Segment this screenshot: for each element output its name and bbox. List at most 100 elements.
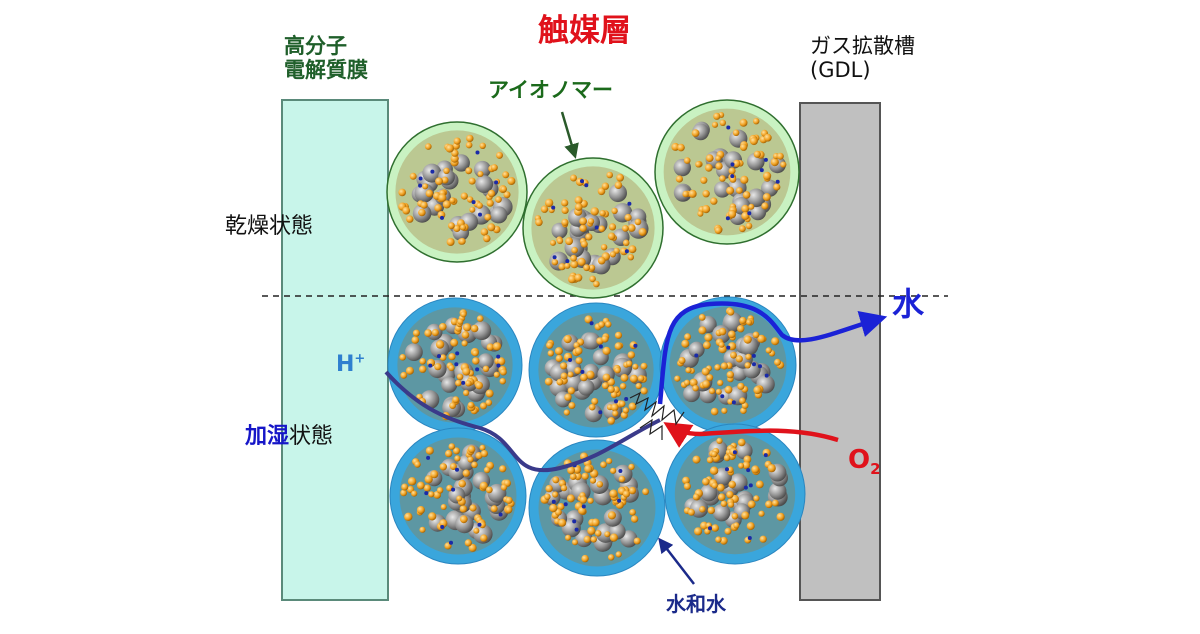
catalyst-particle	[702, 205, 711, 214]
catalyst-particle	[480, 402, 487, 410]
catalyst-particle	[451, 149, 459, 157]
catalyst-particle	[711, 524, 719, 532]
catalyst-particle	[546, 341, 554, 349]
catalyst-particle	[607, 511, 617, 520]
catalyst-particle	[463, 389, 470, 396]
ionomer-dot	[720, 394, 725, 399]
catalyst-particle	[573, 466, 581, 474]
catalyst-particle	[484, 213, 492, 221]
catalyst-particle	[706, 374, 714, 382]
ionomer-dot	[418, 176, 423, 181]
catalyst-particle	[710, 197, 718, 205]
catalyst-particle	[472, 357, 480, 365]
proton-path-arrow	[384, 370, 661, 473]
ionomer-dot	[584, 183, 589, 188]
catalyst-particle	[568, 275, 577, 284]
ionomer-label: アイオノマー	[488, 78, 613, 102]
proton-label-base: H	[336, 352, 355, 377]
catalyst-particle	[464, 539, 472, 547]
catalyst-particle	[612, 410, 619, 417]
ionomer-dot	[454, 362, 459, 367]
proton-label: H+	[336, 352, 365, 377]
catalyst-particle	[428, 512, 437, 521]
catalyst-particle	[590, 536, 597, 543]
catalyst-particle	[486, 343, 494, 351]
ionomer-dot	[455, 467, 459, 472]
catalyst-particle	[739, 316, 747, 325]
catalyst-particle	[685, 367, 692, 374]
membrane-slab	[281, 99, 389, 601]
catalyst-particle	[428, 491, 435, 498]
catalyst-particle	[561, 199, 569, 207]
catalyst-particle	[578, 506, 587, 515]
catalyst-particle	[450, 338, 459, 347]
catalyst-particle	[436, 487, 444, 494]
ionomer-dot	[440, 525, 445, 529]
o2-path-arrow	[663, 422, 839, 448]
catalyst-particle	[635, 382, 642, 390]
agglomerate-dry-3	[654, 99, 800, 245]
catalyst-particle	[590, 207, 599, 216]
catalyst-particle	[424, 329, 432, 337]
catalyst-particle	[480, 228, 489, 236]
catalyst-particle	[620, 374, 629, 382]
catalyst-particle	[453, 137, 461, 145]
catalyst-particle	[449, 197, 456, 204]
catalyst-particle	[614, 331, 623, 339]
catalyst-particle	[398, 188, 407, 197]
catalyst-particle	[434, 204, 442, 212]
water-path-arrow	[657, 301, 888, 405]
catalyst-particle	[544, 377, 553, 386]
catalyst-particle	[461, 340, 468, 347]
ionomer-dot	[498, 512, 503, 517]
catalyst-particle	[752, 331, 760, 339]
catalyst-particle	[753, 118, 760, 125]
catalyst-particle	[579, 496, 588, 504]
catalyst-particle	[505, 496, 513, 504]
catalyst-particle	[598, 225, 606, 233]
catalyst-particle	[746, 522, 755, 531]
catalyst-particle	[591, 518, 600, 527]
catalyst-particle	[684, 333, 692, 341]
catalyst-particle	[640, 362, 648, 370]
catalyst-particle	[724, 527, 732, 535]
carbon-support-particle	[475, 175, 494, 194]
catalyst-particle	[588, 403, 596, 411]
catalyst-particle	[480, 534, 488, 542]
catalyst-particle	[448, 353, 456, 361]
ionomer-dot	[430, 169, 435, 174]
catalyst-particle	[714, 226, 722, 234]
catalyst-particle	[630, 515, 639, 523]
agglomerate-wet-3	[659, 296, 797, 434]
catalyst-particle	[682, 190, 689, 198]
catalyst-particle	[727, 308, 735, 316]
catalyst-particle	[715, 536, 722, 543]
ionomer-pointer-arrow	[560, 111, 579, 159]
catalyst-particle	[674, 375, 681, 382]
carbon-support-particle	[405, 343, 423, 361]
catalyst-particle	[485, 486, 493, 494]
ionomer-dot	[563, 502, 568, 507]
catalyst-particle	[551, 259, 559, 266]
carbon-support-particle	[712, 504, 731, 522]
catalyst-particle	[468, 543, 477, 552]
catalyst-particle	[487, 189, 496, 198]
catalyst-particle	[598, 321, 605, 328]
catalyst-particle	[601, 182, 610, 190]
catalyst-particle	[564, 262, 571, 269]
catalyst-particle	[597, 187, 606, 196]
catalyst-particle	[490, 505, 498, 513]
catalyst-particle	[715, 155, 722, 162]
catalyst-particle	[683, 157, 691, 164]
catalyst-particle	[584, 464, 593, 473]
catalyst-particle	[569, 473, 577, 480]
catalyst-particle	[602, 373, 611, 382]
catalyst-particle	[461, 331, 470, 339]
catalyst-particle	[574, 196, 583, 205]
ionomer-dot	[477, 522, 482, 527]
catalyst-particle	[694, 527, 703, 536]
catalyst-particle	[745, 353, 752, 360]
catalyst-particle	[589, 477, 597, 484]
catalyst-particle	[720, 362, 728, 370]
catalyst-particle	[615, 551, 622, 558]
